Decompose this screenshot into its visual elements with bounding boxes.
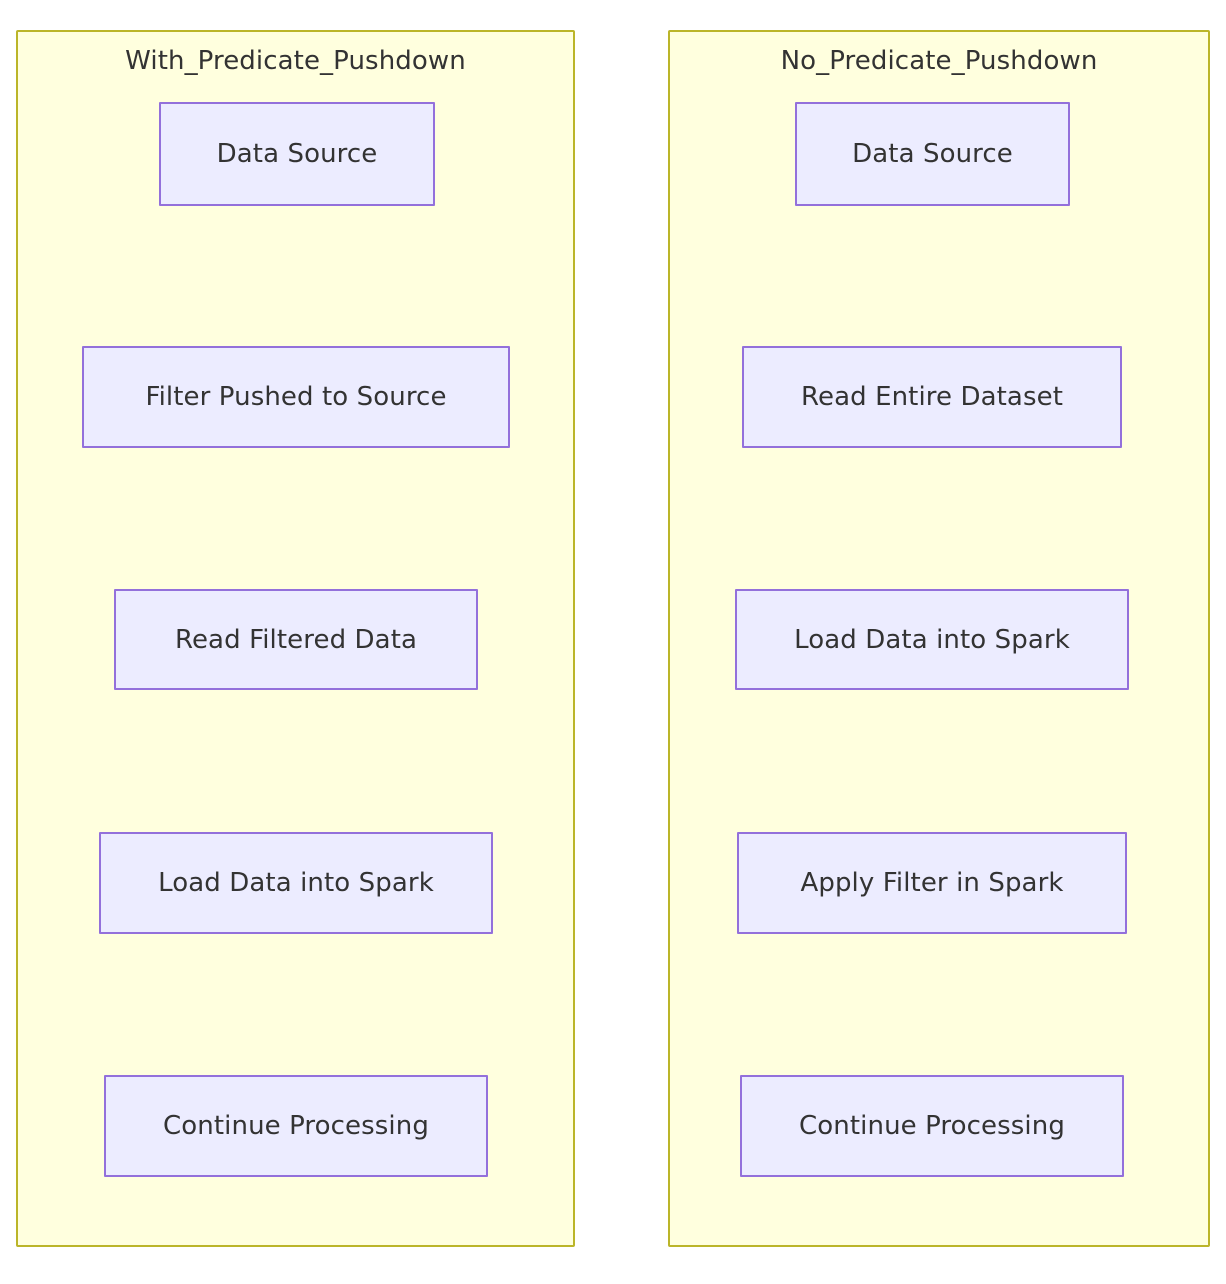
node-read-entire[interactable]: Read Entire Dataset [742,346,1122,448]
node-read-filtered[interactable]: Read Filtered Data [114,589,478,690]
node-label-ds-right: Data Source [852,139,1013,169]
node-label-apply-filter: Apply Filter in Spark [800,868,1064,898]
node-ds-right[interactable]: Data Source [795,102,1070,206]
node-ds-left[interactable]: Data Source [159,102,435,206]
node-label-read-filtered: Read Filtered Data [174,624,418,655]
node-continue-right[interactable]: Continue Processing [740,1075,1124,1177]
subgraph-title-no-predicate-pushdown: No_Predicate_Pushdown [780,46,1098,76]
node-continue-left[interactable]: Continue Processing [104,1075,488,1177]
node-apply-filter[interactable]: Apply Filter in Spark [737,832,1127,934]
node-load-spark-right[interactable]: Load Data into Spark [735,589,1129,690]
node-label-filter-pushed: Filter Pushed to Source [145,382,447,412]
node-label-load-spark-right: Load Data into Spark [794,624,1070,655]
node-label-continue-left: Continue Processing [163,1111,429,1141]
node-label-load-spark-left: Load Data into Spark [158,868,434,898]
subgraph-title-with-predicate-pushdown: With_Predicate_Pushdown [125,46,466,76]
node-label-continue-right: Continue Processing [799,1111,1065,1141]
node-label-ds-left: Data Source [216,139,378,169]
node-label-read-entire: Read Entire Dataset [800,382,1063,412]
node-filter-pushed[interactable]: Filter Pushed to Source [82,346,510,448]
node-load-spark-left[interactable]: Load Data into Spark [99,832,493,934]
